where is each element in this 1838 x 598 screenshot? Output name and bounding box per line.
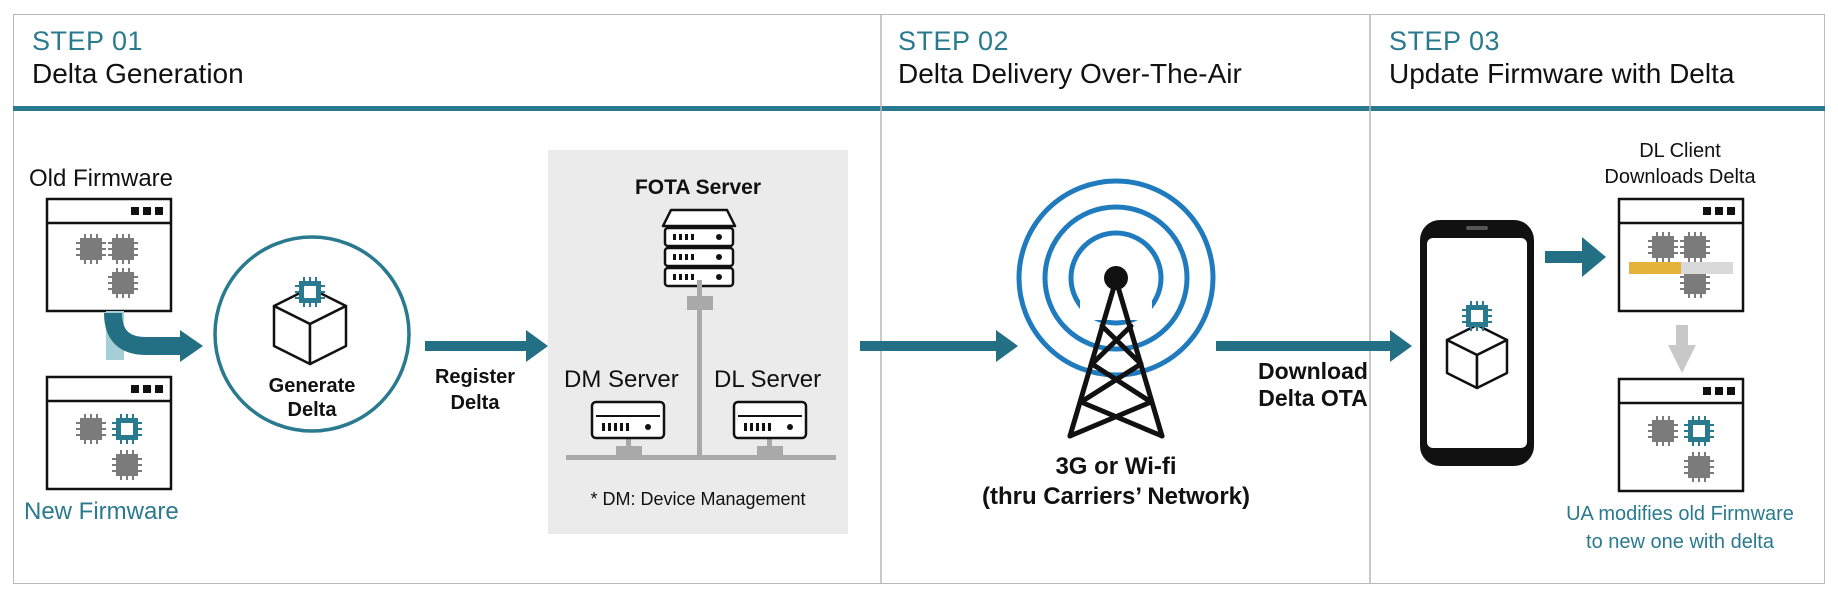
chip-icon: [111, 449, 143, 481]
arrow-down-icon: [1668, 345, 1696, 373]
chip-icon: [1647, 415, 1679, 447]
header-rule: [13, 106, 1825, 111]
step-02-number: STEP 02: [898, 26, 1010, 56]
arrow-head-icon: [1390, 330, 1412, 362]
chip-icon: [1683, 451, 1715, 483]
chip-teal-icon: [1461, 300, 1493, 332]
chip-teal-icon: [111, 413, 143, 445]
chip-icon: [1679, 231, 1711, 263]
step-03-title: Update Firmware with Delta: [1389, 58, 1735, 89]
step-01-title: Delta Generation: [32, 58, 244, 89]
chip-icon: [75, 413, 107, 445]
old-firmware-window: [45, 197, 173, 313]
cell-tower-icon: [1016, 178, 1216, 439]
ua-modifies-label: UA modifies old Firmware to new one with…: [1566, 503, 1794, 553]
arrow-head-icon: [526, 330, 548, 362]
chip-icon: [107, 233, 139, 265]
step-03-number: STEP 03: [1389, 26, 1501, 56]
step-02-title: Delta Delivery Over-The-Air: [898, 58, 1242, 89]
dl-client-label: DL Client Downloads Delta: [1604, 140, 1756, 188]
chip-icon: [107, 267, 139, 299]
old-firmware-label: Old Firmware: [29, 165, 174, 192]
diagram-frame: [13, 14, 1825, 584]
network-label: 3G or Wi-fi (thru Carriers’ Network): [981, 453, 1251, 510]
arrow-head-icon: [180, 330, 203, 362]
new-firmware-window: [45, 375, 173, 491]
chip-teal-icon: [294, 276, 326, 308]
dm-server-icon: [590, 400, 666, 440]
delta-package-icon: [1445, 323, 1509, 390]
chip-teal-icon: [1683, 415, 1715, 447]
dl-server-icon: [732, 400, 808, 440]
step-01-number: STEP 01: [32, 26, 144, 56]
fota-server-label: FOTA Server: [634, 176, 762, 199]
chip-icon: [75, 233, 107, 265]
dl-client-window: [1617, 197, 1745, 313]
download-delta-ota-label: Download Delta OTA: [1258, 358, 1368, 411]
updated-firmware-window: [1617, 377, 1745, 493]
download-progress-fill: [1629, 262, 1681, 274]
dm-server-label: DM Server: [564, 366, 679, 393]
old-to-generate-arrow: [104, 312, 182, 355]
fota-server-icon: [661, 208, 737, 288]
arrow-head-icon: [1582, 237, 1606, 277]
generate-delta-label: Generate Delta: [268, 375, 356, 421]
device-management-footnote: * DM: Device Management: [590, 489, 806, 509]
dl-server-label: DL Server: [714, 366, 822, 393]
chip-icon: [1647, 231, 1679, 263]
arrow-head-icon: [996, 330, 1018, 362]
register-delta-label: Register Delta: [434, 366, 516, 414]
new-firmware-label: New Firmware: [24, 498, 179, 525]
